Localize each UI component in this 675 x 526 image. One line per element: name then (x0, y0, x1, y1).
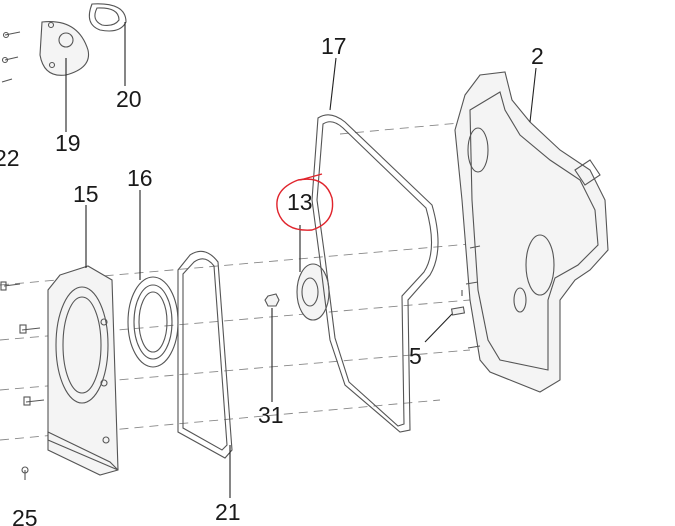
callout-25: 25 (12, 505, 38, 526)
callout-20: 20 (116, 86, 142, 112)
callout-labels: 2 5 13 15 16 17 19 20 21 22 25 31 (0, 33, 544, 526)
part-15-seal-housing (47, 265, 119, 476)
part-21-housing-gasket (177, 250, 233, 459)
callout-15: 15 (73, 181, 99, 207)
part-22-bolts (1, 31, 21, 83)
part-16-oil-seal (127, 276, 179, 368)
part-20-gasket (88, 3, 127, 32)
part-2-timing-cover (454, 71, 609, 393)
callout-21: 21 (215, 499, 241, 525)
callout-16: 16 (127, 165, 153, 191)
callout-31: 31 (258, 402, 284, 428)
callout-22: 22 (0, 145, 20, 171)
part-31-nut (264, 293, 280, 307)
callout-13: 13 (287, 189, 313, 215)
callout-5: 5 (409, 343, 422, 369)
callout-19: 19 (55, 130, 81, 156)
part-19-cover-plate (39, 21, 90, 76)
part-17-cover-gasket (311, 114, 439, 433)
part-5-dowel-pin (450, 306, 466, 316)
highlight-circle-13 (276, 173, 334, 231)
part-25-small-bolts (0, 281, 45, 480)
callout-2: 2 (531, 43, 544, 69)
callout-17: 17 (321, 33, 347, 59)
leader-lines (65, 22, 537, 498)
